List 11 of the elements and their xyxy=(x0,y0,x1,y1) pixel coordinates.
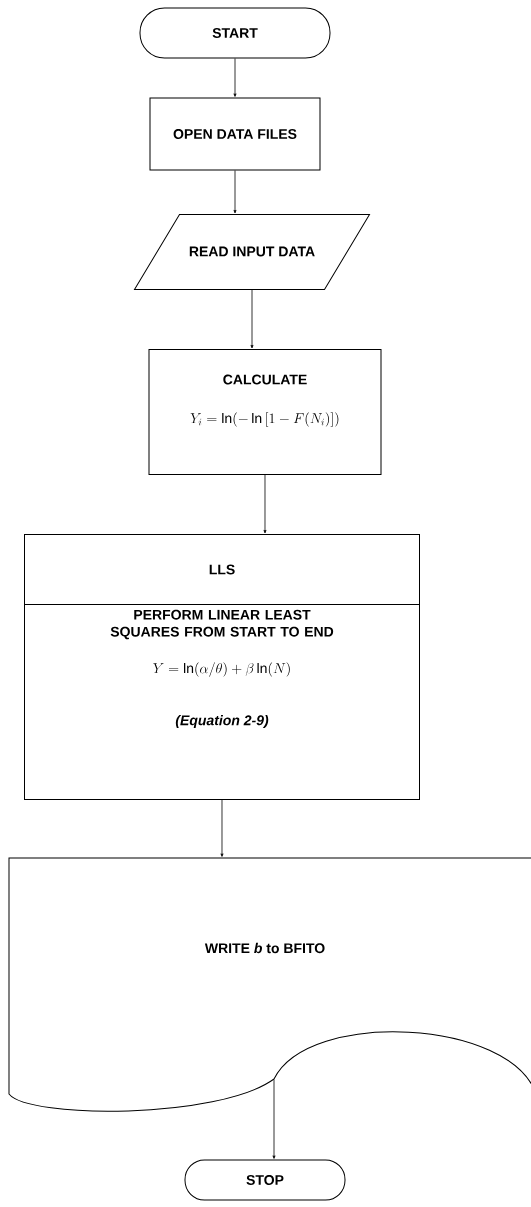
input-parallelogram: READ INPUT DATA xyxy=(134,214,370,290)
arrow xyxy=(263,474,267,534)
arrow xyxy=(272,1079,276,1159)
process-box: LLS PERFORM LINEAR LEAST SQUARES FROM START TO END $Y = \ln(\alpha/\theta) + \beta\ln(N)$ (Equation 2-9) xyxy=(24,534,420,800)
process-box: OPEN DATA FILES xyxy=(149,97,321,171)
process-box: CALCULATE $Y_i = \ln\bigl(-\ln\,[1-F(N_i)]\bigr)$ xyxy=(148,349,382,475)
arrow xyxy=(250,289,254,349)
arrow xyxy=(220,799,224,857)
document-shape: WRITE b to BFITO xyxy=(8,857,531,1112)
arrow xyxy=(233,58,237,97)
arrow xyxy=(233,170,237,214)
